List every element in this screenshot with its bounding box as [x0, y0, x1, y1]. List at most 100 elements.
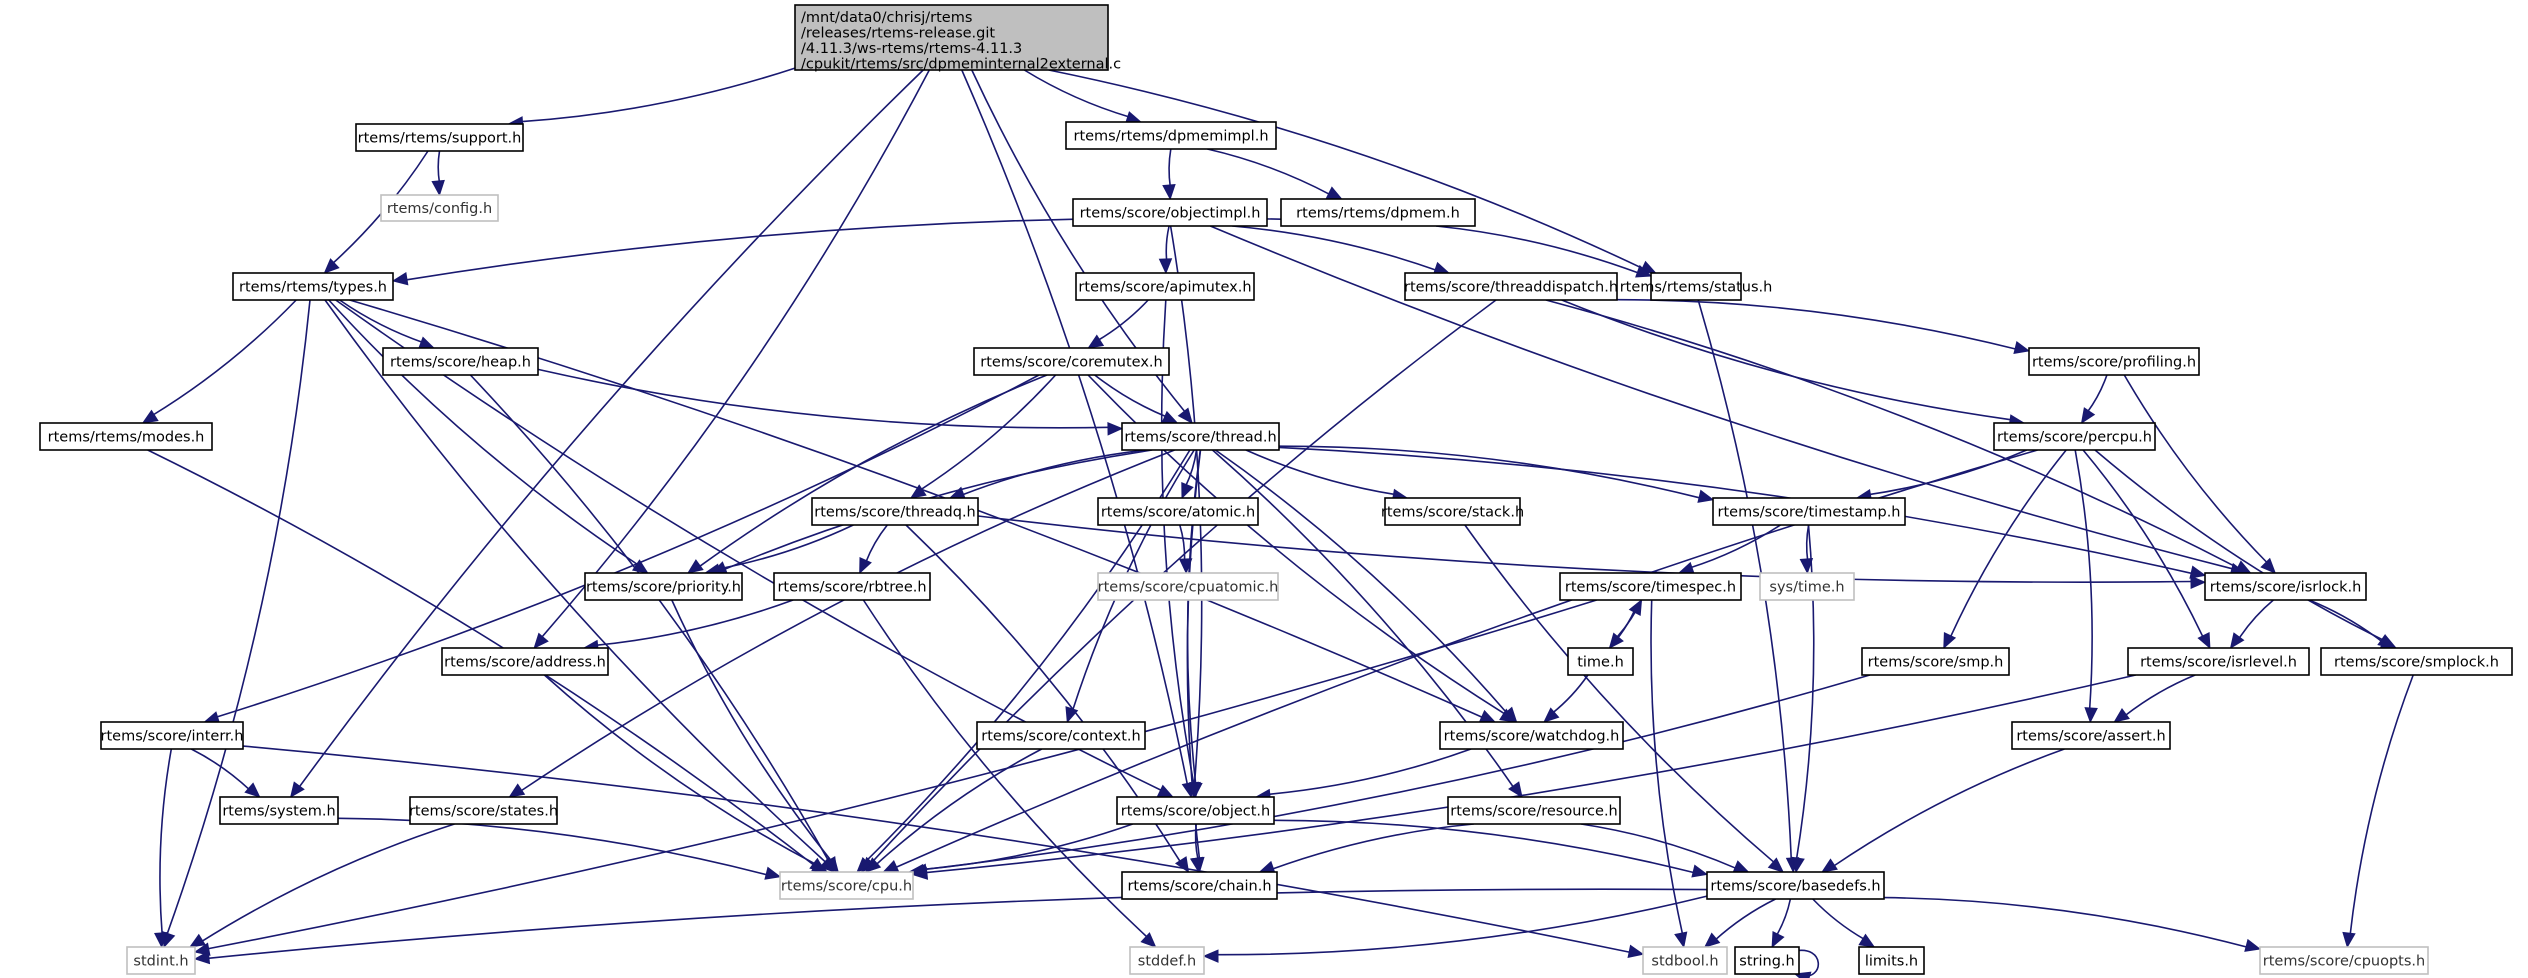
edge-line [242, 745, 1632, 954]
edge-line [1278, 446, 2194, 575]
node-box [1129, 946, 1205, 975]
edge-line [1184, 449, 1198, 487]
edge-line [206, 888, 1708, 960]
arrowhead-icon [1178, 558, 1193, 575]
node-object[interactable]: rtems/score/object.h [1116, 796, 1275, 825]
node-profiling[interactable]: rtems/score/profiling.h [2028, 347, 2200, 376]
node-box [100, 721, 244, 750]
arrowhead-icon [141, 409, 159, 424]
arrowhead-icon [2377, 633, 2394, 649]
node-threadq[interactable]: rtems/score/threadq.h [811, 497, 979, 526]
edge-line [2074, 449, 2093, 711]
arrowhead-icon [2244, 938, 2262, 952]
edge-line [1097, 299, 1149, 342]
node-limits[interactable]: limits.h [1858, 946, 1925, 975]
edge-basedefs-to-limits [1812, 898, 1876, 948]
node-percpu[interactable]: rtems/score/percpu.h [1993, 422, 2156, 451]
arrowhead-icon [1628, 598, 1643, 617]
edge-line [159, 748, 173, 936]
node-label: rtems/score/coremutex.h [980, 355, 1162, 371]
edge-root-to-status [1048, 69, 1657, 274]
edge-line [540, 69, 931, 639]
node-label: rtems/score/isrlock.h [2210, 580, 2362, 596]
node-timestamp[interactable]: rtems/score/timestamp.h [1712, 497, 1906, 526]
node-rbtree[interactable]: rtems/score/rbtree.h [773, 572, 931, 601]
node-smp[interactable]: rtems/score/smp.h [1861, 647, 2010, 676]
node-states[interactable]: rtems/score/states.h [409, 796, 558, 825]
node-time[interactable]: time.h [1567, 647, 1634, 676]
node-threaddispatch[interactable]: rtems/score/threaddispatch.h [1404, 272, 1618, 301]
node-label: limits.h [1865, 954, 1918, 970]
arrowhead-icon [1202, 949, 1219, 963]
edge-isrlock-to-smplock [2308, 599, 2394, 649]
node-assert[interactable]: rtems/score/assert.h [2011, 721, 2171, 750]
edge-line [1883, 896, 2249, 949]
node-modes[interactable]: rtems/rtems/modes.h [39, 422, 213, 451]
edge-line [215, 374, 1040, 719]
edge-types-to-priority [328, 299, 649, 574]
node-box [1858, 946, 1925, 975]
node-context[interactable]: rtems/score/context.h [976, 721, 1146, 750]
edge-line [2349, 674, 2414, 936]
edge-basedefs-to-stdint [193, 888, 1708, 965]
edge-percpu-to-smp [1943, 449, 2067, 650]
node-chain[interactable]: rtems/score/chain.h [1121, 871, 1278, 900]
arrowhead-icon [1478, 709, 1497, 723]
node-thread[interactable]: rtems/score/thread.h [1121, 422, 1280, 451]
edge-line [1832, 748, 2065, 868]
edge-line [2123, 374, 2269, 565]
node-box [584, 572, 743, 601]
arrowhead-icon [1943, 632, 1957, 650]
node-label: rtems/score/percpu.h [1997, 430, 2152, 446]
node-status[interactable]: rtems/rtems/status.h [1620, 272, 1773, 301]
edge-thread-to-timestamp [1278, 445, 1715, 503]
node-objectimpl[interactable]: rtems/score/objectimpl.h [1072, 198, 1268, 227]
node-systime: sys/time.h [1759, 572, 1855, 601]
edge-object-to-chain [1189, 823, 1204, 874]
node-atomic[interactable]: rtems/score/atomic.h [1097, 497, 1259, 526]
arrowhead-icon [686, 559, 704, 574]
arrowhead-icon [856, 857, 873, 873]
edge-line [165, 299, 311, 936]
node-heap[interactable]: rtems/score/heap.h [382, 347, 539, 376]
edge-isrlevel-to-assert [2113, 674, 2196, 723]
node-label: rtems/score/apimutex.h [1078, 280, 1251, 296]
edge-line [1795, 524, 1815, 861]
edge-types-to-stdint [162, 299, 311, 949]
edge-line [2094, 449, 2387, 643]
edge-line [337, 817, 769, 876]
node-interr[interactable]: rtems/score/interr.h [100, 721, 244, 750]
node-resource[interactable]: rtems/score/resource.h [1447, 796, 1621, 825]
arrowhead-icon [1767, 857, 1785, 873]
node-dpmemimpl[interactable]: rtems/rtems/dpmemimpl.h [1065, 121, 1277, 150]
node-box [39, 422, 213, 451]
edge-line [324, 299, 828, 864]
edge-line [404, 217, 1282, 281]
node-label: rtems/score/objectimpl.h [1080, 206, 1261, 222]
node-label: rtems/score/assert.h [2016, 729, 2165, 745]
edge-objectimpl-to-threaddispatch [1232, 225, 1450, 275]
node-watchdog[interactable]: rtems/score/watchdog.h [1439, 721, 1624, 750]
node-support[interactable]: rtems/rtems/support.h [355, 123, 524, 152]
edge-thread-to-threadq [948, 449, 1146, 500]
edge-resource-to-chain [1258, 823, 1474, 874]
node-apimutex[interactable]: rtems/score/apimutex.h [1075, 272, 1255, 301]
node-priority[interactable]: rtems/score/priority.h [584, 572, 743, 601]
node-dpmem[interactable]: rtems/rtems/dpmem.h [1280, 198, 1476, 227]
node-stack[interactable]: rtems/score/stack.h [1381, 497, 1524, 526]
node-system[interactable]: rtems/system.h [219, 796, 339, 825]
node-timespec[interactable]: rtems/score/timespec.h [1559, 572, 1742, 601]
node-string[interactable]: string.h [1734, 946, 1800, 975]
arrowhead-icon [1543, 707, 1560, 723]
node-box [1439, 721, 1624, 750]
node-isrlock[interactable]: rtems/score/isrlock.h [2204, 572, 2367, 601]
node-coremutex[interactable]: rtems/score/coremutex.h [973, 347, 1170, 376]
node-types[interactable]: rtems/rtems/types.h [232, 272, 394, 301]
node-basedefs[interactable]: rtems/score/basedefs.h [1706, 871, 1885, 900]
node-isrlevel[interactable]: rtems/score/isrlevel.h [2127, 647, 2310, 676]
edge-line [2308, 599, 2383, 643]
node-label: rtems/config.h [387, 201, 492, 217]
edge-timestamp-to-basedefs [1791, 524, 1815, 874]
node-address[interactable]: rtems/score/address.h [441, 647, 609, 676]
node-smplock[interactable]: rtems/score/smplock.h [2320, 647, 2513, 676]
